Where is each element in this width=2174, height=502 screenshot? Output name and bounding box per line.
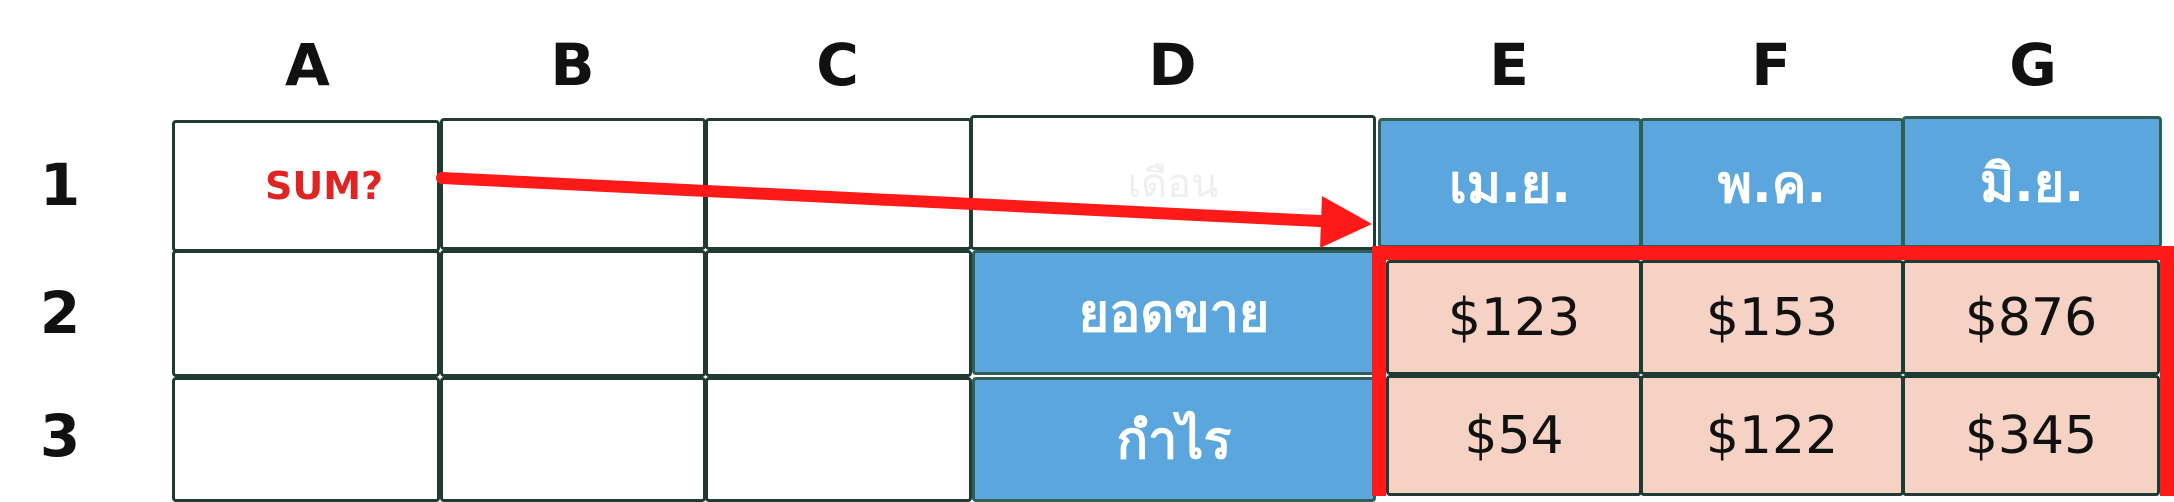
value-f3: $122 (1705, 405, 1839, 466)
month-apr-label: เม.ย. (1448, 154, 1572, 215)
cell-c3[interactable] (705, 377, 972, 502)
month-jun-label: มิ.ย. (1979, 153, 2085, 214)
cell-g2[interactable]: $876 (1902, 260, 2160, 375)
sum-question-label: SUM? (265, 164, 384, 208)
value-g3: $345 (1964, 405, 2098, 466)
column-header-d[interactable]: D (1148, 31, 1197, 99)
row-header-2[interactable]: 2 (39, 278, 81, 347)
month-header-label: เดือน (1127, 160, 1219, 207)
cell-d2[interactable]: ยอดขาย (972, 250, 1376, 375)
cell-c2[interactable] (705, 250, 972, 377)
value-e3: $54 (1464, 405, 1564, 466)
month-may-label: พ.ค. (1717, 154, 1827, 215)
cell-f1[interactable]: พ.ค. (1640, 118, 1904, 248)
sales-row-label: ยอดขาย (1078, 284, 1270, 344)
cell-e3[interactable]: $54 (1386, 375, 1642, 496)
column-header-g[interactable]: G (2009, 31, 2057, 99)
column-header-f[interactable]: F (1751, 31, 1791, 99)
row-header-1[interactable]: 1 (39, 151, 81, 219)
cell-g3[interactable]: $345 (1902, 375, 2160, 496)
cell-f2[interactable]: $153 (1640, 260, 1904, 375)
cell-a3[interactable] (172, 377, 440, 502)
cell-b3[interactable] (440, 377, 706, 502)
column-header-b[interactable]: B (550, 31, 595, 99)
cell-a1[interactable]: SUM? (172, 120, 440, 252)
value-g2: $876 (1964, 287, 2098, 348)
cell-g1[interactable]: มิ.ย. (1902, 116, 2162, 248)
value-f2: $153 (1705, 287, 1839, 348)
value-e2: $123 (1447, 287, 1581, 348)
row-header-3[interactable]: 3 (39, 401, 81, 470)
cell-b2[interactable] (440, 250, 706, 377)
cell-b1[interactable] (440, 118, 706, 250)
cell-d3[interactable]: กำไร (972, 377, 1376, 502)
cell-a2[interactable] (172, 250, 440, 377)
column-header-a[interactable]: A (285, 31, 330, 99)
profit-row-label: กำไร (1116, 411, 1232, 471)
cell-f3[interactable]: $122 (1640, 375, 1904, 496)
cell-e1[interactable]: เม.ย. (1378, 118, 1642, 248)
column-header-e[interactable]: E (1489, 31, 1529, 99)
column-header-c[interactable]: C (816, 31, 859, 99)
cell-c1[interactable] (705, 118, 972, 250)
cell-d1[interactable]: เดือน (970, 115, 1376, 250)
cell-e2[interactable]: $123 (1386, 260, 1642, 375)
